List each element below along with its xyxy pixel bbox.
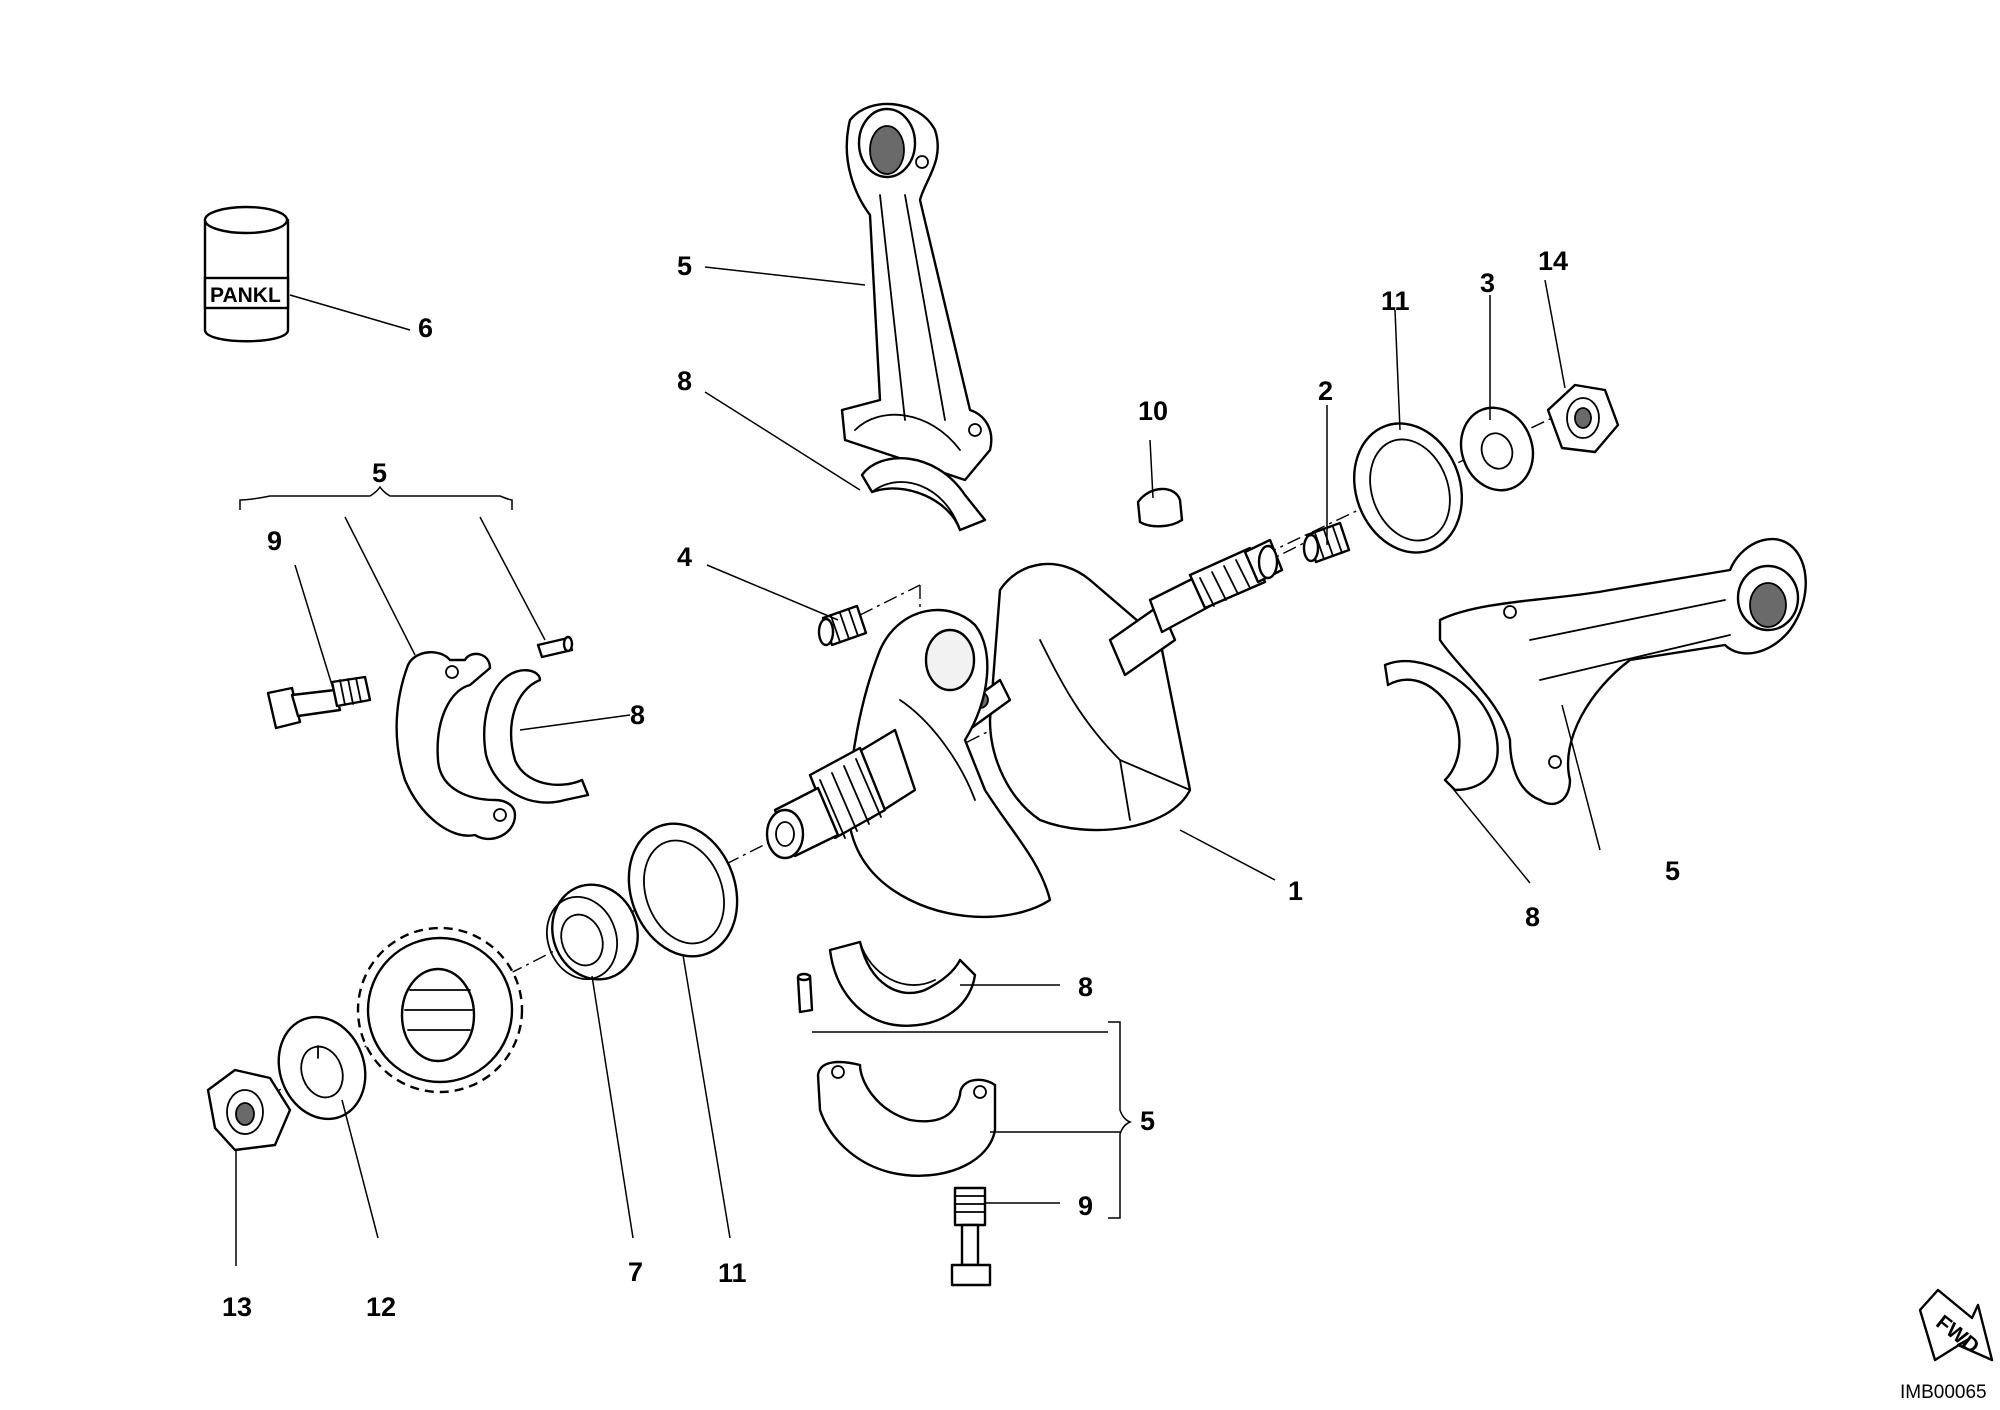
callout-1: 1	[1288, 876, 1303, 906]
forward-direction-arrow: FWD	[1918, 1288, 1994, 1362]
callout-6: 6	[418, 313, 433, 343]
timing-gear	[356, 926, 524, 1094]
callout-numbers: 1 2 3 4 5 5 5 5 6 7 8 8 8 8 9 9 10 11 11…	[222, 246, 1680, 1322]
plug-right	[1302, 521, 1351, 564]
rod-bolt-bottom	[950, 1186, 992, 1287]
plug-left	[817, 604, 868, 647]
callout-7: 7	[628, 1257, 643, 1287]
callout-2: 2	[1318, 376, 1333, 406]
callout-14: 14	[1538, 246, 1568, 276]
pankl-sleeve: PANKL	[203, 205, 290, 343]
bearing-shell-left	[483, 669, 590, 804]
callout-3: 3	[1480, 268, 1495, 298]
callout-11-right: 11	[1381, 286, 1410, 316]
connecting-rod-right	[1438, 537, 1807, 806]
woodruff-key	[1136, 487, 1184, 528]
bearing-shell-right	[1383, 659, 1499, 792]
callout-4: 4	[677, 542, 692, 572]
washer-right	[1459, 406, 1535, 492]
dowel-pin-left	[536, 635, 574, 659]
callout-9-left: 9	[267, 526, 282, 556]
drawing-code: IMB00065	[1900, 1382, 1987, 1403]
callout-8-right: 8	[1525, 902, 1540, 932]
shim-right	[1352, 422, 1464, 554]
rod-cap-bottom	[816, 1060, 997, 1177]
callout-9-bottom: 9	[1078, 1191, 1093, 1221]
callout-8-bottom: 8	[1078, 972, 1093, 1002]
connecting-rod-top	[840, 102, 993, 482]
nut-left	[206, 1068, 292, 1152]
callout-5-top: 5	[677, 251, 692, 281]
callout-11-left: 11	[718, 1258, 747, 1288]
callout-5-left-group: 5	[372, 458, 387, 488]
callout-8-top: 8	[677, 366, 692, 396]
callout-13: 13	[222, 1292, 252, 1322]
bearing-shell-bottom	[828, 940, 977, 1027]
bearing-shell-top	[860, 457, 987, 532]
pankl-label: PANKL	[210, 284, 281, 307]
callout-5-bottom-group: 5	[1140, 1106, 1155, 1136]
dowel-pin-bottom	[796, 972, 814, 1014]
rod-cap-left	[395, 651, 517, 841]
rod-bolt-left	[266, 675, 372, 730]
callout-12: 12	[366, 1292, 396, 1322]
callout-5-right: 5	[1665, 856, 1680, 886]
crankshaft	[765, 538, 1284, 919]
shim-left	[627, 822, 739, 958]
callout-8-left: 8	[630, 700, 645, 730]
lock-washer	[277, 1015, 367, 1121]
leader-lines	[235, 266, 1601, 1266]
oil-seal	[546, 883, 639, 981]
callout-10: 10	[1138, 396, 1168, 426]
nut-right	[1546, 383, 1620, 454]
